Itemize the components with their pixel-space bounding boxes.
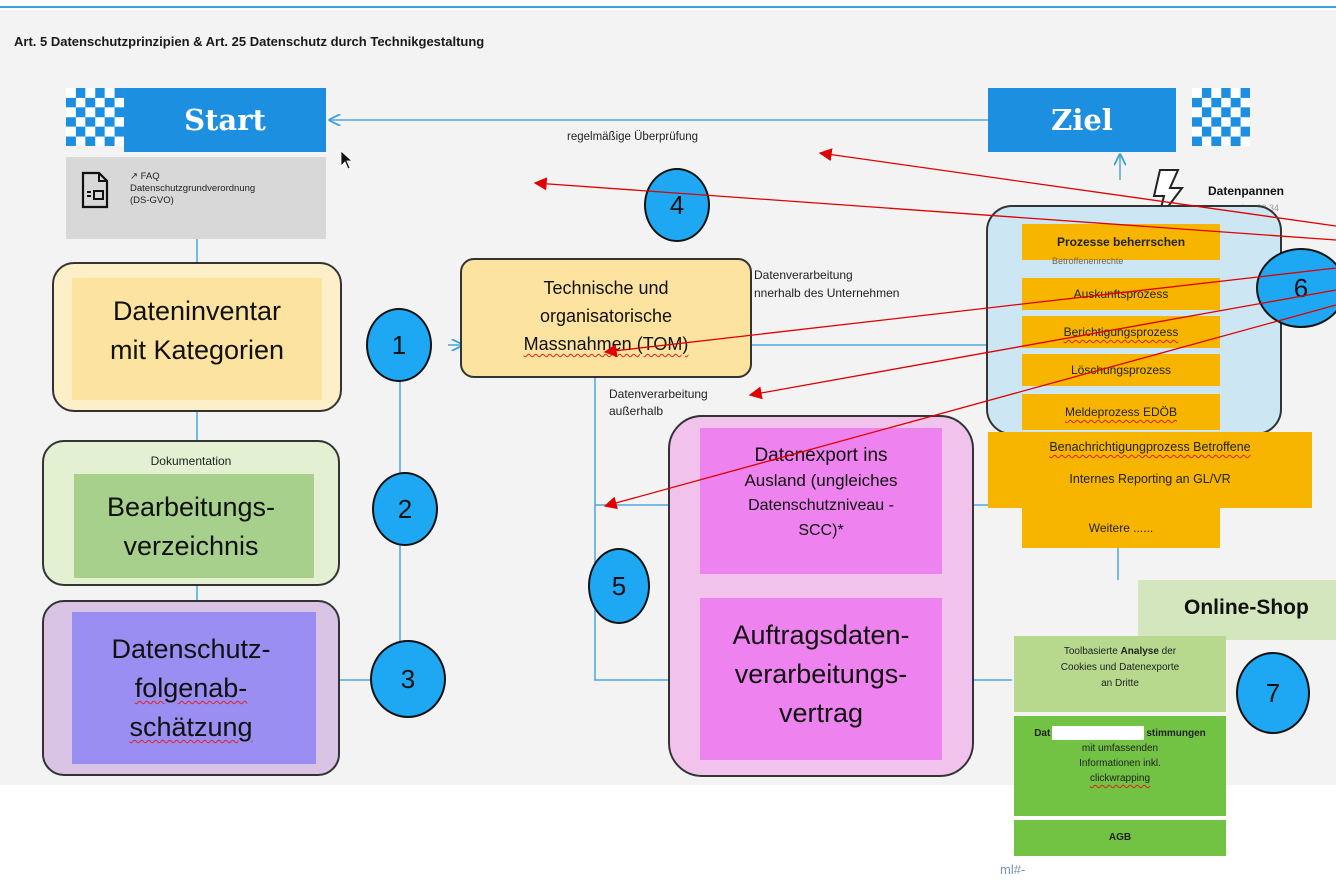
document-icon: [81, 171, 109, 209]
step-circle-2: 2: [372, 472, 438, 546]
terms-line-1: Dat stimmungen: [1014, 726, 1226, 741]
goal-banner: Ziel: [988, 88, 1176, 152]
step-circle-6: 6: [1256, 248, 1336, 328]
export-card[interactable]: Datenexport ins Ausland (ungleiches Date…: [700, 428, 942, 574]
adv-line-2: verarbeitungs-: [734, 659, 908, 689]
agb-label: AGB: [1108, 832, 1132, 843]
export-line-3: Datenschutzniveau -: [748, 497, 894, 514]
process-wide-group: [988, 432, 1312, 508]
cookie-analysis-box[interactable]: Toolbasierte Analyse der Cookies und Dat…: [1014, 636, 1226, 712]
process-item-label: Löschungsprozess: [1070, 363, 1172, 377]
privacy-terms-box[interactable]: Dat stimmungen mit umfassenden Informatio…: [1014, 716, 1226, 816]
agb-box[interactable]: AGB: [1014, 820, 1226, 856]
processing-card[interactable]: Dokumentation Bearbeitungs- verzeichnis: [42, 440, 340, 586]
process-item-label: Meldeprozess EDÖB: [1064, 405, 1178, 419]
goal-flag-icon: [1192, 88, 1250, 146]
processing-line-2: verzeichnis: [123, 531, 259, 561]
inventory-line-2: mit Kategorien: [109, 335, 285, 365]
tom-line-2: organisatorische: [539, 306, 673, 326]
top-rule: [0, 6, 1336, 8]
analysis-line-2: Cookies und Datenexporte: [1060, 662, 1180, 673]
dpia-line-3: schätzung: [129, 712, 253, 742]
processes-hidden-label: Betroffenenrechte: [1052, 256, 1124, 266]
dpia-card[interactable]: Datenschutz- folgenab- schätzung: [42, 600, 340, 776]
analysis-bold: Analyse: [1120, 646, 1159, 657]
process-wide-item-label: Internes Reporting an GL/VR: [1069, 472, 1231, 486]
process-wide-item[interactable]: Internes Reporting an GL/VR: [988, 472, 1312, 486]
review-label: regelmäßige Überprüfung: [567, 131, 699, 143]
inside-label-line-1: Datenverarbeitung: [754, 268, 853, 282]
analysis-line-3: an Dritte: [1101, 678, 1139, 689]
tom-line-3: Massnahmen (TOM): [523, 334, 689, 354]
export-line-2: Ausland (ungleiches: [744, 471, 898, 490]
terms-right: stimmungen: [1146, 728, 1206, 739]
analysis-post: der: [1158, 646, 1177, 657]
step-circle-3: 3: [370, 640, 446, 718]
process-wide-item[interactable]: Benachrichtigungprozess Betroffene: [988, 440, 1312, 454]
online-shop-banner: [1138, 580, 1336, 640]
page-title: Art. 5 Datenschutzprinzipien & Art. 25 D…: [14, 34, 485, 49]
adv-card[interactable]: Auftragsdaten- verarbeitungs- vertrag: [700, 598, 942, 760]
process-item[interactable]: Meldeprozess EDÖB: [1022, 394, 1220, 430]
process-wide-item[interactable]: Weitere ......: [1022, 508, 1220, 548]
tom-card[interactable]: Technische und organisatorische Massnahm…: [460, 258, 752, 378]
terms-line-3: Informationen inkl.: [1079, 758, 1161, 769]
dpia-line-1: Datenschutz-: [111, 634, 271, 664]
adv-line-3: vertrag: [778, 698, 864, 728]
inventory-line-1: Dateninventar: [112, 296, 282, 326]
faq-box[interactable]: ↗ FAQ Datenschutzgrundverordnung (DS-GVO…: [66, 157, 326, 239]
process-wide-item-label: Weitere ......: [1088, 521, 1154, 535]
faq-link[interactable]: ↗ FAQ: [130, 171, 160, 182]
step-circle-4: 4: [644, 168, 710, 242]
outside-label-line-1: Datenverarbeitung: [609, 387, 708, 401]
outside-label-line-2: außerhalb: [609, 404, 664, 418]
process-wide-item-label: Benachrichtigungprozess Betroffene: [1049, 440, 1251, 454]
online-shop-title: Online-Shop: [1184, 596, 1309, 619]
process-item-label: Berichtigungsprozess: [1063, 325, 1179, 339]
analysis-line-1: Toolbasierte Analyse der: [1014, 644, 1226, 660]
export-line-4: SCC)*: [798, 522, 844, 539]
faq-line-2: (DS-GVO): [130, 195, 174, 206]
redaction-block: [1052, 726, 1145, 741]
outside-label: Datenverarbeitung außerhalb: [609, 386, 708, 420]
process-item[interactable]: Berichtigungsprozess: [1022, 316, 1220, 348]
step-circle-5: 5: [588, 548, 650, 624]
inside-label-line-2: nnerhalb des Unternehmen: [754, 286, 900, 300]
processing-line-1: Bearbeitungs-: [106, 492, 276, 522]
inventory-card[interactable]: Dateninventar mit Kategorien: [52, 262, 342, 412]
terms-line-2: mit umfassenden: [1081, 743, 1159, 754]
inside-label: Datenverarbeitung nnerhalb des Unternehm…: [754, 266, 899, 302]
lightning-icon: [1152, 169, 1184, 221]
footer-fragment: ml#-: [1000, 862, 1026, 877]
processing-caption: Dokumentation: [150, 454, 232, 468]
terms-line-4: clickwrapping: [1089, 773, 1151, 784]
process-item[interactable]: Löschungsprozess: [1022, 354, 1220, 386]
breaches-title: Datenpannen: [1208, 184, 1285, 198]
processes-header-label: Prozesse beherrschen: [1056, 235, 1186, 249]
analysis-pre: Toolbasierte: [1063, 646, 1121, 657]
tom-line-1: Technische und: [543, 278, 669, 298]
dpia-line-2: folgenab-: [134, 673, 248, 703]
step-circle-7: 7: [1236, 652, 1310, 734]
faq-line-1: Datenschutzgrundverordnung: [130, 183, 256, 194]
start-flag-icon: [66, 88, 124, 146]
step-circle-1: 1: [366, 308, 432, 382]
start-banner: Start: [124, 88, 326, 152]
terms-left: Dat: [1034, 728, 1051, 739]
adv-line-1: Auftragsdaten-: [732, 620, 910, 650]
export-line-1: Datenexport ins: [754, 445, 888, 466]
mouse-cursor-icon: [340, 150, 354, 170]
